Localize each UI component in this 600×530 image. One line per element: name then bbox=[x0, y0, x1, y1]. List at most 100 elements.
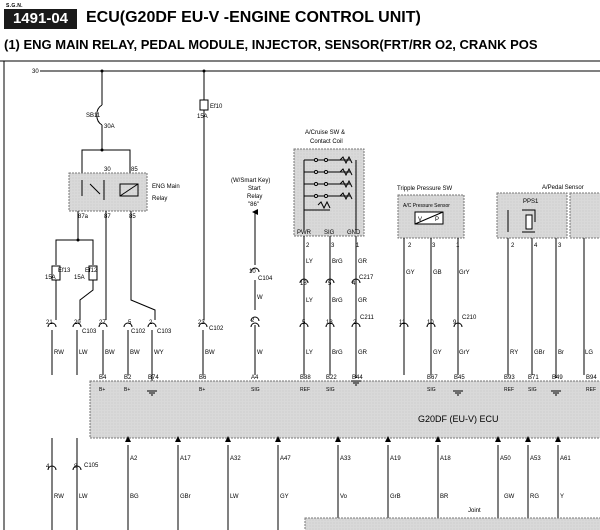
ecu-pin-arrow-a53 bbox=[525, 436, 531, 442]
conn-start-10: 10 bbox=[249, 269, 256, 275]
triple-p: P bbox=[435, 217, 439, 223]
pedal-sensor: A/Pedal Sensor PPS1 2 4 3 bbox=[496, 185, 600, 378]
ecu-pin-b67: B67 bbox=[427, 375, 438, 381]
ecu-pin-role-b6: B+ bbox=[199, 387, 205, 393]
fuse-ef12-rating: 15A bbox=[74, 275, 85, 281]
fuses-ef13-ef12: Ef13 15A Ef12 15A bbox=[45, 265, 98, 320]
wire-gy: GY bbox=[433, 350, 442, 356]
ecu-pin-b94: B94 bbox=[586, 375, 597, 381]
page-subtitle: (1) ENG MAIN RELAY, PEDAL MODULE, INJECT… bbox=[4, 37, 538, 52]
wire-brg-mid: BrG bbox=[332, 298, 343, 304]
cruise-label-2: Contact Coil bbox=[310, 139, 343, 145]
bwire-gbr: GBr bbox=[180, 494, 191, 500]
pedal-pin-num-2: 4 bbox=[534, 243, 538, 249]
ecu-pin-a4: A4 bbox=[251, 375, 259, 381]
eng-main-relay: 30 85 ENG Main Relay 87a 87 85 bbox=[55, 149, 180, 320]
wire-br: Br bbox=[558, 350, 564, 356]
ecu-pin-b6: B6 bbox=[199, 375, 207, 381]
ecu-pin-role-b4: B+ bbox=[99, 387, 105, 393]
conn-pin-21: 21 bbox=[46, 320, 53, 326]
fuse-ef13-rating: 15A bbox=[45, 275, 56, 281]
conn-pin-11: 11 bbox=[399, 320, 406, 326]
conn-pin-5: 5 bbox=[128, 320, 132, 326]
start-relay-l1: (W/Smart Key) bbox=[231, 178, 270, 184]
ecu-pin-b2: B2 bbox=[124, 375, 132, 381]
relay-pin87: 87 bbox=[104, 214, 111, 220]
ecu-pin-arrow-a19 bbox=[385, 436, 391, 442]
cruise-pin-num-1: 2 bbox=[306, 243, 310, 249]
triple-pin-num-2: 3 bbox=[432, 243, 436, 249]
wire-wy: WY bbox=[154, 350, 164, 356]
bus-label: 30 bbox=[32, 69, 39, 75]
conn-c211: C211 bbox=[360, 315, 375, 321]
fuse-ef10-name: Ef10 bbox=[210, 104, 223, 110]
ecu-pin-arrow-a18 bbox=[435, 436, 441, 442]
ecu-pin-arrow-a50 bbox=[495, 436, 501, 442]
wire-bw-1: BW bbox=[105, 350, 115, 356]
start-connectors bbox=[250, 267, 361, 322]
wire-ly-up: LY bbox=[306, 259, 313, 265]
ecu-pin-b22: B22 bbox=[326, 375, 337, 381]
conn-c104: C104 bbox=[258, 276, 273, 282]
start-relay-ref: (W/Smart Key) Start Relay "86" bbox=[231, 178, 270, 310]
conn-pin-29: 29 bbox=[74, 320, 81, 326]
wire-gr-up: GR bbox=[358, 259, 368, 265]
cruise-pin-gnd: GND bbox=[347, 230, 361, 236]
bwire-gy: GY bbox=[280, 494, 289, 500]
wire-brg-up: BrG bbox=[332, 259, 343, 265]
ecu-pin-role-b93: REF bbox=[504, 387, 514, 393]
conn-pin-10: 10 bbox=[427, 320, 434, 326]
triple-inner: A/C Pressure Sensor bbox=[403, 203, 450, 209]
conn-pin-27: 27 bbox=[99, 320, 106, 326]
wire-gr-mid: GR bbox=[358, 298, 368, 304]
conn-cr-13: 13 bbox=[326, 320, 333, 326]
ecu-pin-a32: A32 bbox=[230, 456, 241, 462]
cruise-pin-num-3: 1 bbox=[356, 243, 360, 249]
cruise-pin-sig: SIG bbox=[324, 230, 335, 236]
pedal-pps1: PPS1 bbox=[523, 199, 539, 205]
ecu-pin-role-a4: SIG bbox=[251, 387, 260, 393]
cruise-pin-num-2: 3 bbox=[331, 243, 335, 249]
wire-brg: BrG bbox=[332, 350, 343, 356]
relay-pin85: 85 bbox=[131, 167, 138, 173]
conn-c102-a: C102 bbox=[131, 329, 146, 335]
bwire-lw2: LW bbox=[230, 494, 239, 500]
ecu-pin-role-b67: SIG bbox=[427, 387, 436, 393]
relay-pin85b: 85 bbox=[129, 214, 136, 220]
relay-pin30: 30 bbox=[104, 167, 111, 173]
cruise-label-1: A/Cruise SW & bbox=[305, 130, 345, 136]
pedal-pin-num-3: 3 bbox=[558, 243, 562, 249]
ecu-pin-b45: B45 bbox=[454, 375, 465, 381]
relay-label-2: Relay bbox=[152, 196, 167, 202]
ecu-pin-a18: A18 bbox=[440, 456, 451, 462]
ecu-pin-b44: B44 bbox=[352, 375, 363, 381]
wires-to-ecu bbox=[51, 325, 459, 388]
wire-lg: LG bbox=[585, 350, 593, 356]
wire-lw: LW bbox=[79, 350, 88, 356]
bus-30: 30 bbox=[32, 69, 600, 75]
wire-gr: GR bbox=[358, 350, 368, 356]
frame-lines bbox=[0, 60, 600, 530]
fuse-ef10-rating: 15A bbox=[197, 114, 208, 120]
ecu-pin-b71: B71 bbox=[528, 375, 539, 381]
ecu-pin-role-b94: REF bbox=[586, 387, 596, 393]
ecu-pin-arrow-a2 bbox=[125, 436, 131, 442]
c105-pin-4: 4 bbox=[46, 464, 50, 470]
cruise-switch: A/Cruise SW & Contact Coil PWR SIG GND 2… bbox=[293, 130, 365, 378]
conn-cr-4: 4 bbox=[352, 281, 356, 287]
conn-c105: C105 bbox=[84, 463, 99, 469]
conn-c102-b: C102 bbox=[209, 326, 224, 332]
ecu-pin-a47: A47 bbox=[280, 456, 291, 462]
ground-symbols bbox=[147, 380, 561, 396]
conn-c210: C210 bbox=[462, 315, 477, 321]
lower-wires bbox=[47, 438, 559, 530]
ecu-pin-a19: A19 bbox=[390, 456, 401, 462]
c105-pin-8: 8 bbox=[74, 464, 78, 470]
wire-gry-up: GrY bbox=[459, 270, 470, 276]
wire-gry: GrY bbox=[459, 350, 470, 356]
ecu-pin-arrow-a17 bbox=[175, 436, 181, 442]
joint-block bbox=[304, 517, 600, 530]
ecu-pin-arrow-a47 bbox=[275, 436, 281, 442]
wire-color-labels: RW LW BW BW WY BW W W LY BrG GR LY BrG G… bbox=[54, 259, 593, 356]
